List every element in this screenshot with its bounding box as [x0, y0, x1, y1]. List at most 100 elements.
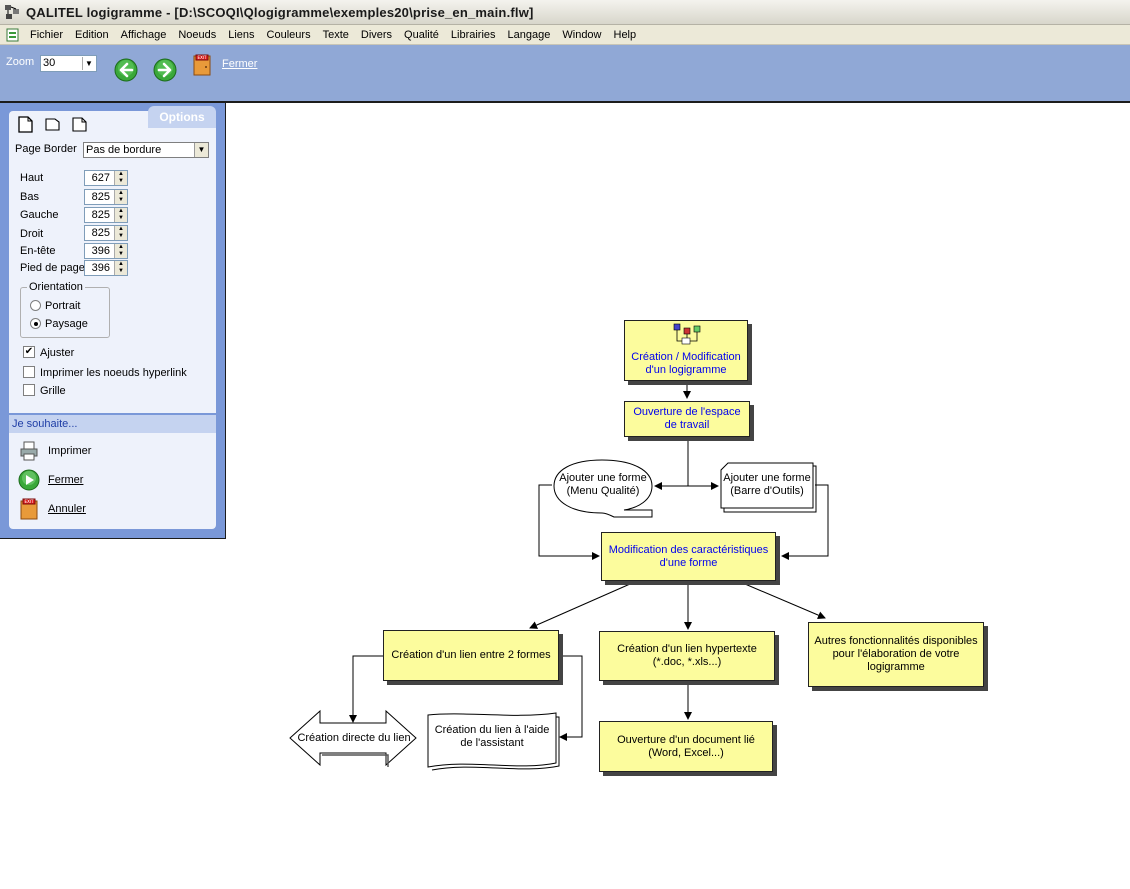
action-annuler[interactable]: EXIT Annuler: [18, 498, 86, 520]
node-lien-2-formes-label: Création d'un lien entre 2 formes: [391, 649, 551, 661]
checkbox-hyperlink-label: Imprimer les noeuds hyperlink: [40, 367, 187, 379]
orientation-label: Orientation: [27, 281, 85, 293]
node-ajouter-barre: Ajouter une forme (Barre d'Outils): [721, 466, 813, 504]
page-border-value: Pas de bordure: [86, 144, 162, 156]
menu-affichage[interactable]: Affichage: [120, 28, 167, 41]
page-landscape-icon[interactable]: [45, 116, 60, 133]
action-imprimer-label: Imprimer: [48, 445, 92, 457]
page-portrait-icon[interactable]: [18, 116, 33, 133]
spin-arrows-icon[interactable]: ▲▼: [114, 208, 127, 222]
app-icon: [4, 4, 20, 20]
options-tab[interactable]: Options: [148, 106, 216, 128]
node-lien-hypertexte[interactable]: Création d'un lien hypertexte (*.doc, *.…: [599, 631, 775, 681]
menu-divers[interactable]: Divers: [360, 28, 393, 41]
node-creation-directe: Création directe du lien: [292, 726, 416, 750]
spin-arrows-icon[interactable]: ▲▼: [114, 190, 127, 204]
chevron-down-icon[interactable]: ▼: [82, 57, 95, 70]
menu-edition[interactable]: Edition: [75, 28, 109, 41]
margin-gauche-value: 825: [91, 209, 110, 221]
menu-qualite[interactable]: Qualité: [404, 28, 439, 41]
close-link[interactable]: Fermer: [222, 58, 258, 70]
back-arrow-icon[interactable]: [114, 58, 138, 82]
window-title: QALITEL logigramme - [D:\SCOQI\Qlogigram…: [26, 4, 534, 20]
node-assistant-shape[interactable]: [424, 711, 562, 773]
page-border-select[interactable]: Pas de bordure ▼: [83, 142, 209, 158]
node-modification[interactable]: Modification des caractéristiques d'une …: [601, 532, 776, 581]
action-imprimer[interactable]: Imprimer: [18, 440, 91, 462]
forward-arrow-icon[interactable]: [153, 58, 177, 82]
node-ouverture-document[interactable]: Ouverture d'un document lié (Word, Excel…: [599, 721, 773, 772]
page-border-label: Page Border: [15, 143, 77, 155]
margin-bas-spinner[interactable]: 825 ▲▼: [84, 189, 128, 205]
margin-label-entete: En-tête: [20, 245, 56, 257]
action-fermer[interactable]: Fermer: [18, 469, 83, 491]
margin-haut-spinner[interactable]: 627 ▲▼: [84, 170, 128, 186]
radio-portrait-label: Portrait: [45, 300, 81, 312]
checkbox-ajuster[interactable]: ✔: [23, 346, 35, 358]
node-creation-directe-shape[interactable]: [288, 709, 420, 769]
menu-texte[interactable]: Texte: [322, 28, 349, 41]
menu-liens[interactable]: Liens: [228, 28, 255, 41]
node-ajouter-menu-shape[interactable]: [552, 458, 656, 520]
margin-label-haut: Haut: [20, 172, 44, 184]
svg-text:EXIT: EXIT: [198, 55, 207, 60]
spin-arrows-icon[interactable]: ▲▼: [114, 226, 127, 240]
node-ouverture-espace[interactable]: Ouverture de l'espace de travail: [624, 401, 750, 437]
menu-fichier[interactable]: Fichier: [30, 28, 64, 41]
radio-paysage-label: Paysage: [45, 318, 88, 330]
margin-gauche-spinner[interactable]: 825 ▲▼: [84, 207, 128, 223]
page-custom-icon[interactable]: [72, 116, 87, 133]
menu-help[interactable]: Help: [613, 28, 637, 41]
menu-librairies[interactable]: Librairies: [450, 28, 496, 41]
spin-arrows-icon[interactable]: ▲▼: [114, 171, 127, 185]
chevron-down-icon[interactable]: ▼: [194, 143, 208, 157]
page-layout-icons: [18, 116, 87, 133]
menu-noeuds[interactable]: Noeuds: [178, 28, 217, 41]
play-icon: [18, 469, 40, 491]
margin-entete-value: 396: [91, 245, 110, 257]
checkbox-grille[interactable]: [23, 384, 35, 396]
menu-langage[interactable]: Langage: [507, 28, 551, 41]
margin-label-droit: Droit: [20, 228, 44, 240]
checkbox-hyperlink[interactable]: [23, 366, 35, 378]
margin-label-bas: Bas: [20, 191, 39, 203]
zoom-value: 30: [43, 57, 56, 69]
margin-entete-spinner[interactable]: 396 ▲▼: [84, 243, 128, 259]
margin-pied-value: 396: [91, 262, 110, 274]
node-ajouter-menu: Ajouter une forme (Menu Qualité): [556, 465, 650, 505]
menu-couleurs[interactable]: Couleurs: [266, 28, 311, 41]
node-lien-hypertexte-label: Création d'un lien hypertexte (*.doc, *.…: [617, 643, 757, 668]
action-fermer-label: Fermer: [48, 474, 84, 486]
node-creation-directe-label: Création directe du lien: [297, 731, 411, 744]
printer-icon: [18, 440, 40, 462]
document-icon[interactable]: [6, 28, 20, 42]
title-bar: QALITEL logigramme - [D:\SCOQI\Qlogigram…: [0, 0, 1130, 25]
node-ouverture-document-label: Ouverture d'un document lié (Word, Excel…: [617, 733, 755, 759]
margin-droit-value: 825: [91, 227, 110, 239]
radio-portrait[interactable]: [30, 300, 41, 311]
zoom-select[interactable]: 30 ▼: [40, 55, 97, 72]
radio-paysage[interactable]: [30, 318, 41, 329]
menu-window[interactable]: Window: [562, 28, 602, 41]
toolbar: Zoom 30 ▼ EXIT Fermer: [0, 45, 1130, 103]
flowchart-icon: [672, 322, 702, 348]
margin-pied-spinner[interactable]: 396 ▲▼: [84, 260, 128, 276]
svg-text:EXIT: EXIT: [25, 499, 34, 504]
checkbox-grille-label: Grille: [40, 385, 66, 397]
spin-arrows-icon[interactable]: ▲▼: [114, 261, 127, 275]
node-ajouter-barre-shape[interactable]: [718, 462, 818, 514]
options-tab-label: Options: [159, 110, 205, 124]
margin-bas-value: 825: [91, 191, 110, 203]
margin-haut-value: 627: [91, 172, 110, 184]
node-autres-fonctionnalites[interactable]: Autres fonctionnalités disponibles pour …: [808, 622, 984, 687]
node-assistant-label: Création du lien à l'aide de l'assistant: [434, 724, 550, 749]
node-autres-label: Autres fonctionnalités disponibles pour …: [814, 635, 978, 673]
exit-door-icon[interactable]: EXIT: [192, 54, 212, 76]
node-lien-2-formes[interactable]: Création d'un lien entre 2 formes: [383, 630, 559, 681]
margin-droit-spinner[interactable]: 825 ▲▼: [84, 225, 128, 241]
orientation-group: Orientation: [20, 281, 110, 338]
node-creation-label: Création / Modification d'un logigramme: [631, 351, 741, 376]
spin-arrows-icon[interactable]: ▲▼: [114, 244, 127, 258]
checkbox-ajuster-label: Ajuster: [40, 347, 75, 359]
margin-label-pied: Pied de page: [20, 262, 85, 274]
